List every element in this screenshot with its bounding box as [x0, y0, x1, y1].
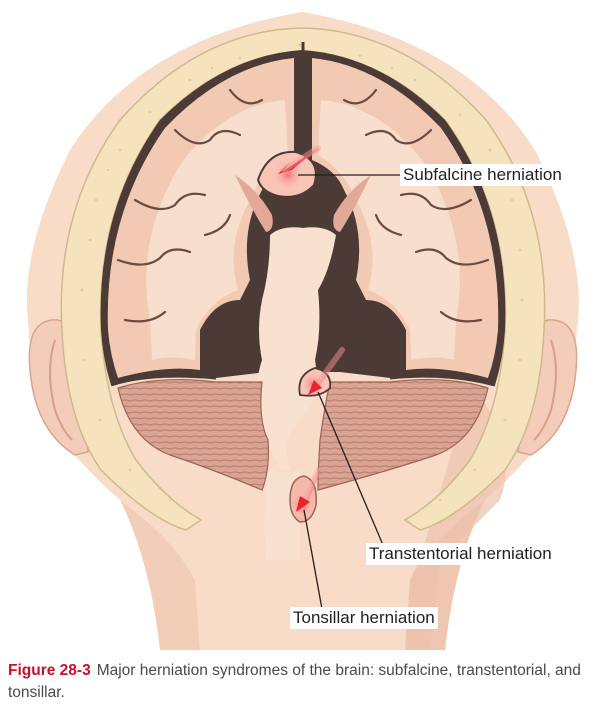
caption-text: Major herniation syndromes of the brain:…: [8, 662, 581, 701]
tentorium: [110, 374, 496, 387]
caption-label: Figure 28-3: [8, 662, 91, 679]
tonsillar-arrow-icon: [296, 496, 310, 512]
label-subfalcine-herniation: Subfalcine herniation: [400, 164, 565, 186]
transtentorial-arrow-icon: [308, 380, 322, 395]
transtentorial-herniation: [298, 347, 345, 397]
cerebellum: [117, 378, 489, 491]
lateral-ventricles: [235, 175, 371, 232]
tonsillar-herniation: [289, 467, 321, 523]
leader-lines: [298, 174, 402, 610]
sulci: [116, 88, 490, 323]
label-tonsillar-herniation: Tonsillar herniation: [290, 607, 438, 629]
label-transtentorial-herniation: Transtentorial herniation: [366, 543, 555, 565]
skull: [60, 27, 546, 531]
subfalcine-herniation: [256, 145, 321, 198]
